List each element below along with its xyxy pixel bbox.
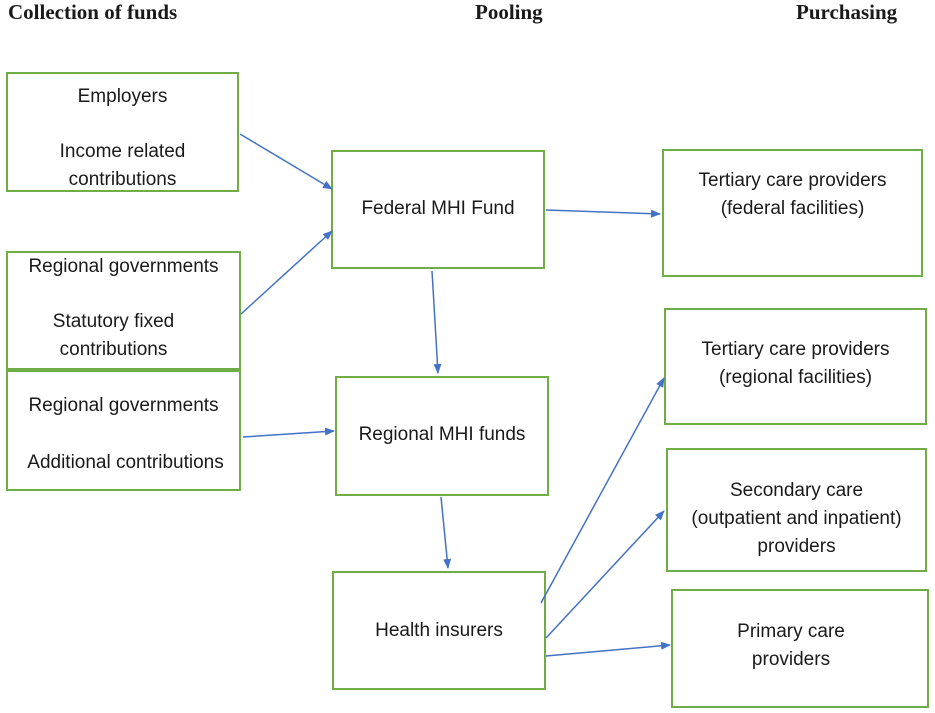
header-collection-of-funds: Collection of funds (8, 0, 178, 24)
regional-gov-additional-title: Regional governments (28, 395, 219, 416)
employers-line2: contributions (68, 169, 177, 190)
box-primary-care: Primary care providers (671, 589, 929, 708)
arrow-regional-funds-to-insurers (440, 496, 452, 569)
arrow-employers-to-federal (239, 133, 333, 190)
secondary-line1: Secondary care (729, 480, 864, 501)
tertiary-federal-line2: (federal facilities) (720, 198, 865, 219)
box-health-insurers: Health insurers (332, 571, 546, 690)
arrow-federal-to-tertiary-federal (545, 209, 661, 218)
arrow-statutory-to-federal (240, 230, 333, 315)
employers-line1: Income related (59, 141, 186, 162)
arrow-insurers-to-tertiary-regional (540, 377, 665, 604)
tertiary-regional-line2: (regional facilities) (718, 367, 873, 388)
secondary-line2: (outpatient and inpatient) (691, 508, 902, 529)
regional-mhi-funds-label: Regional MHI funds (358, 424, 526, 445)
regional-gov-statutory-line2: contributions (59, 339, 168, 360)
regional-gov-statutory-title: Regional governments (28, 256, 219, 277)
arrow-federal-to-regional-funds (431, 270, 442, 374)
box-federal-mhi-fund: Federal MHI Fund (331, 150, 545, 269)
box-regional-governments-additional: Regional governments Additional contribu… (6, 370, 241, 491)
arrow-insurers-to-primary (545, 641, 671, 657)
header-purchasing: Purchasing (796, 0, 898, 24)
box-regional-governments-statutory: Regional governments Statutory fixed con… (6, 251, 241, 370)
header-pooling: Pooling (475, 0, 543, 24)
box-secondary-care: Secondary care (outpatient and inpatient… (666, 448, 927, 572)
tertiary-federal-line1: Tertiary care providers (698, 170, 887, 191)
tertiary-regional-line1: Tertiary care providers (701, 339, 890, 360)
arrow-additional-to-regional-funds (242, 427, 335, 438)
arrow-insurers-to-secondary (545, 510, 665, 639)
regional-gov-statutory-line1: Statutory fixed (52, 311, 175, 332)
secondary-line3: providers (757, 536, 836, 557)
box-tertiary-federal: Tertiary care providers (federal facilit… (662, 149, 923, 277)
health-insurers-label: Health insurers (375, 620, 503, 641)
federal-mhi-fund-label: Federal MHI Fund (361, 198, 515, 219)
primary-line2: providers (751, 649, 831, 670)
box-employers: Employers Income related contributions (6, 72, 239, 192)
box-regional-mhi-funds: Regional MHI funds (335, 376, 549, 496)
employers-title: Employers (77, 86, 168, 107)
box-tertiary-regional: Tertiary care providers (regional facili… (664, 308, 927, 425)
regional-gov-additional-line1: Additional contributions (27, 452, 224, 473)
primary-line1: Primary care (737, 621, 845, 642)
